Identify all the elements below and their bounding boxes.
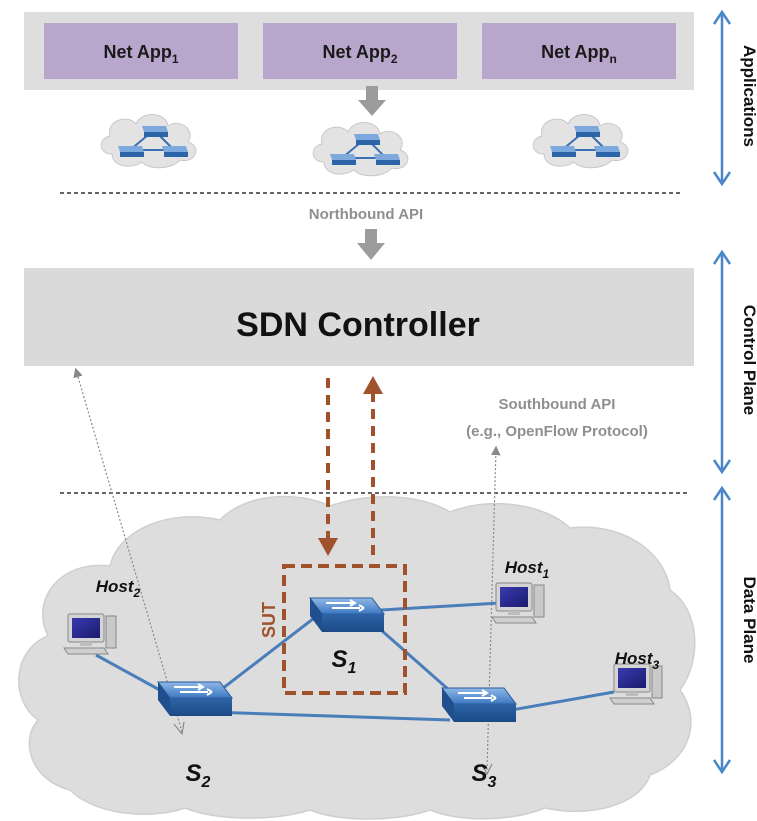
net-app-box-n: Net Appn <box>482 23 676 79</box>
northbound-arrow <box>357 229 385 260</box>
control-plane-range-arrow <box>712 249 732 475</box>
net-app-1-subscript: 1 <box>172 52 179 66</box>
data-plane-cloud <box>18 495 696 820</box>
data-plane-range-arrow <box>712 485 732 775</box>
host-1-label: Host1 <box>505 558 550 581</box>
switch-s2-icon <box>157 681 233 717</box>
net-app-2-label: Net App <box>322 42 390 62</box>
svg-text:Net App1: Net App1 <box>103 42 178 66</box>
net-app-box-1: Net App1 <box>44 23 238 79</box>
southbound-arrowhead-s3 <box>481 763 493 776</box>
net-app-box-2: Net App2 <box>263 23 457 79</box>
net-app-2-subscript: 2 <box>391 52 398 66</box>
net-app-n-subscript: n <box>609 52 616 66</box>
virtual-network-cloud-icon-2 <box>312 121 409 177</box>
southbound-api-example: (e.g., OpenFlow Protocol) <box>466 423 648 440</box>
southbound-api-label: Southbound API <box>499 396 616 413</box>
switch-s2-label: S2 <box>186 760 211 791</box>
sdn-controller-label: SDN Controller <box>236 306 480 344</box>
host-2-computer-icon <box>63 613 117 655</box>
switch-s3-label: S3 <box>472 760 497 791</box>
sut-boundary <box>282 564 407 695</box>
applications-range-arrow <box>712 9 732 187</box>
virtual-network-cloud-icon-n <box>532 113 629 169</box>
net-app-1-label: Net App <box>103 42 171 62</box>
svg-text:Net Appn: Net Appn <box>541 42 617 66</box>
svg-text:Net App2: Net App2 <box>322 42 397 66</box>
southbound-arrowhead-s2 <box>173 721 185 736</box>
control-plane-layer-label: Control Plane <box>740 305 757 416</box>
applications-layer-label: Applications <box>740 45 757 147</box>
southbound-link-s2 <box>73 367 183 733</box>
switch-s3-icon <box>441 687 517 723</box>
switch-s1-label: S1 <box>332 646 357 677</box>
data-plane-layer-label: Data Plane <box>740 577 757 664</box>
host-2-label: Host2 <box>96 577 141 600</box>
host-1-computer-icon <box>491 582 545 624</box>
virtual-network-cloud-icon-1 <box>100 113 197 169</box>
app-to-network-arrow <box>358 86 386 116</box>
switch-s1-icon <box>309 597 385 633</box>
sdn-controller-box <box>24 268 694 366</box>
s1-to-controller-arrow <box>363 376 383 555</box>
host-3-label: Host3 <box>615 649 660 672</box>
net-app-n-label: Net App <box>541 42 609 62</box>
sut-label: SUT <box>259 602 279 638</box>
northbound-api-label: Northbound API <box>309 206 423 223</box>
controller-to-s1-arrow <box>318 378 338 556</box>
